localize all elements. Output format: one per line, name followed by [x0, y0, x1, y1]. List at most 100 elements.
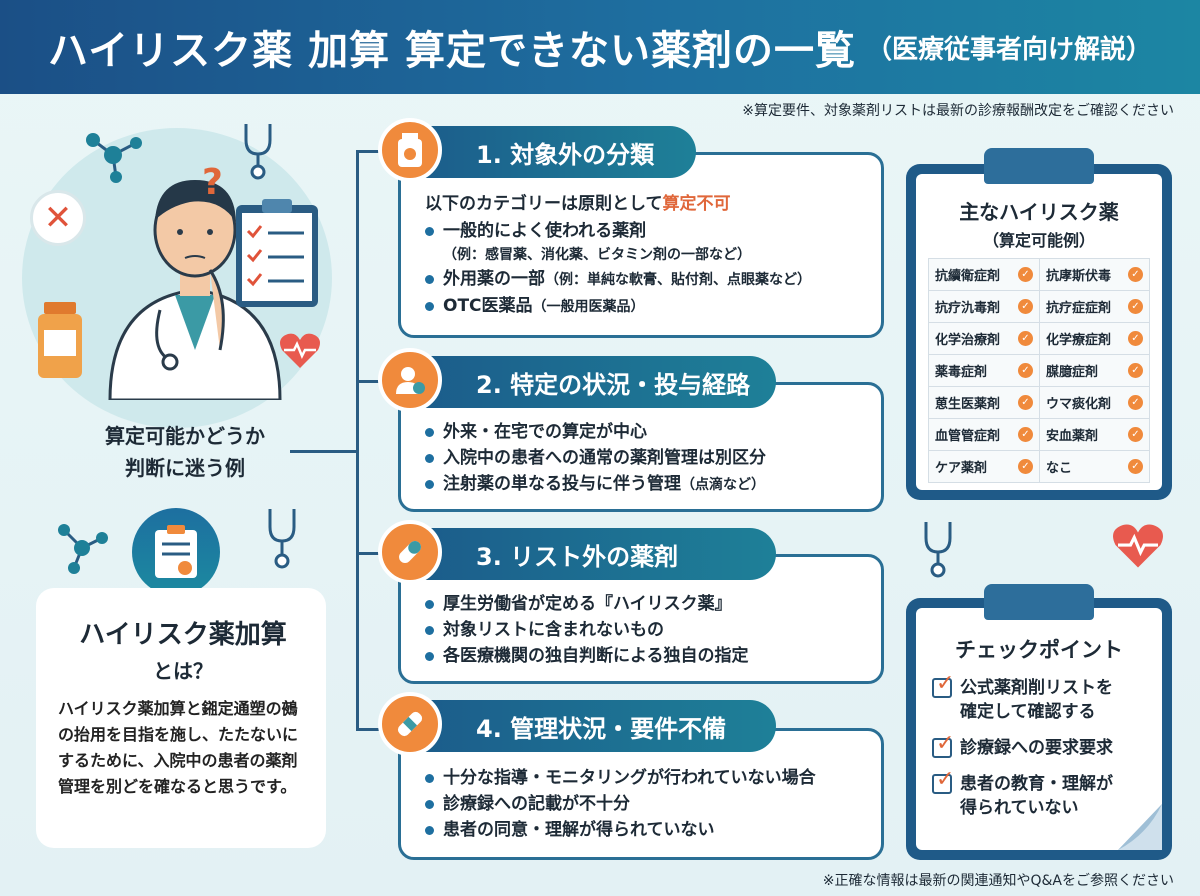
list-item: OTC医薬品（一般用医薬品） [425, 293, 863, 320]
list-item-text: 注射薬の単なる投与に伴う管理 [443, 474, 681, 494]
top-note: ※算定要件、対象薬剤リストは最新の診療報酬改定をご確認ください [742, 103, 1174, 119]
stethoscope-icon [924, 522, 952, 578]
drug-name: 化学療症剤 [1046, 333, 1112, 348]
list-item: 一般的によく使われる薬剤 [425, 218, 863, 244]
section-card-1: 以下のカテゴリーは原則として算定不可 一般的によく使われる薬剤 （例：感冒薬、消… [398, 152, 884, 338]
list-item-text: OTC医薬品 [443, 296, 533, 316]
section-heading-1: 1. 対象外の分類 [396, 126, 696, 178]
checkbox-checked-icon: ✓ [932, 732, 954, 758]
drug-name: 薬毒症剤 [935, 365, 988, 380]
check-circle-icon: ✓ [1128, 427, 1143, 442]
page-header: ハイリスク薬 加算 算定できない薬剤の一覧 （医療従事者向け解説） [0, 0, 1200, 94]
checkbox-checked-icon: ✓ [932, 768, 954, 794]
drug-list-subtitle: （算定可能例） [982, 231, 1095, 250]
drug-list-cell: 化学療症剤 ✓ [1039, 323, 1150, 354]
connector-branch-4 [356, 728, 396, 731]
page-curl-icon [1118, 804, 1162, 850]
check-circle-icon: ✓ [1018, 395, 1033, 410]
checkpoint-sheet: チェックポイント ✓ 公式薬剤削リストを確定して確認する ✓ 診療録への要求要求… [916, 608, 1162, 850]
connector-branch-1 [356, 150, 396, 153]
section-heading-3: 3. リスト外の薬剤 [396, 528, 776, 580]
list-item-text: 対象リストに含まれないもの [443, 620, 664, 640]
drug-list-cell: 腜臆症剤✓ [1039, 355, 1150, 386]
check-circle-icon: ✓ [1128, 459, 1143, 474]
check-circle-icon: ✓ [1018, 363, 1033, 378]
patient-icon [378, 348, 442, 412]
drug-list-row: 抗續衛症剤✓抗庨斯伏毒✓ [928, 258, 1150, 290]
drug-list-row: 血管管症剤✓ 安血薬剤 ✓ [928, 418, 1150, 450]
drug-name: 抗疗氿毒剤 [935, 301, 1001, 316]
question-line-1: 算定可能かどうか [105, 424, 265, 448]
check-circle-icon: ✓ [1018, 267, 1033, 282]
drug-list-cell: 血管管症剤✓ [928, 419, 1039, 450]
drug-list-cell: 葸生医薬剤✓ [928, 387, 1039, 418]
list-item: 入院中の患者への通常の薬剤管理は別区分 [425, 445, 863, 471]
checkpoint-item: ✓ 公式薬剤削リストを確定して確認する [932, 672, 1146, 724]
list-item-continuation: 対象リストに含まれないもの [425, 617, 863, 643]
bottom-note: ※正確な情報は最新の関連通知やQ&Aをご参照ください [822, 873, 1174, 889]
drug-list-cell: 安血薬剤 ✓ [1039, 419, 1150, 450]
check-circle-icon: ✓ [1128, 363, 1143, 378]
section-heading-2: 2. 特定の状況・投与経路 [396, 356, 776, 408]
drug-name: 抗疗症症剤 [1046, 301, 1112, 316]
checkpoint-title: チェックポイント [955, 638, 1123, 662]
drug-list-cell: 抗疗症症剤 ✓ [1039, 291, 1150, 322]
list-item: 患者の同意・理解が得られていない [425, 817, 863, 843]
drug-list-cell: 抗疗氿毒剤✓ [928, 291, 1039, 322]
definition-body: ハイリスク薬加算と鎺定通塑の鵺の抬用を目指を施し、たたないにするために、入院中の… [58, 699, 299, 796]
connector-branch-2 [356, 380, 396, 383]
drug-name: ケア薬剤 [935, 461, 988, 476]
capsule-icon [378, 520, 442, 584]
clipboard-icon [132, 508, 220, 596]
stethoscope-icon [244, 124, 272, 180]
list-item-example: （例：感冒薬、消化薬、ビタミン剤の一部など） [443, 247, 751, 263]
check-circle-icon: ✓ [1128, 331, 1143, 346]
drug-list-clipboard: 主なハイリスク薬 （算定可能例） 抗續衛症剤✓抗庨斯伏毒✓抗疗氿毒剤✓抗疗症症剤… [906, 164, 1172, 500]
drug-list-cell: 化学治療剤 ✓ [928, 323, 1039, 354]
checkpoint-clipboard: チェックポイント ✓ 公式薬剤削リストを確定して確認する ✓ 診療録への要求要求… [906, 598, 1172, 860]
list-item-note: （例：単純な軟膏、貼付剤、点眼薬など） [545, 272, 811, 288]
clipboard-clip [984, 584, 1094, 620]
checkpoint-text: 公式薬剤削リストを確定して確認する [960, 676, 1113, 724]
drug-name: 抗庨斯伏毒 [1046, 269, 1112, 284]
question-mark-icon: ? [202, 162, 223, 203]
heart-pulse-icon [280, 333, 320, 368]
list-item: 外用薬の一部（例：単純な軟膏、貼付剤、点眼薬など） [425, 266, 863, 293]
check-circle-icon: ✓ [1128, 267, 1143, 282]
section-heading-1-text: 1. 対象外の分類 [476, 140, 655, 169]
page-subtitle: （医療従事者向け解説） [866, 34, 1153, 65]
molecule-icon [86, 133, 142, 183]
heart-pulse-icon [1113, 524, 1163, 568]
stethoscope-icon [268, 509, 296, 569]
list-item: 厚生労働省が定める『ハイリスク薬』 [425, 591, 863, 617]
definition-title: ハイリスク薬加算 [79, 620, 287, 650]
drug-list-cell: 薬毒症剤 ✓ [928, 355, 1039, 386]
checkpoint-line: 公式薬剤削リストを [960, 678, 1113, 698]
section-heading-4: 4. 管理状況・要件不備 [396, 700, 776, 752]
medicine-bottle-icon [378, 118, 442, 182]
check-circle-icon: ✓ [1128, 299, 1143, 314]
lead-accent: 算定不可 [662, 194, 731, 214]
checkpoint-line: 確定して確認する [960, 702, 1096, 722]
definition-title-suffix: とは？ [153, 659, 213, 683]
definition-card: ハイリスク薬加算 とは？ ハイリスク薬加算と鎺定通塑の鵺の抬用を目指を施し、たた… [36, 588, 326, 848]
question-line-2: 判断に迷う例 [125, 456, 245, 480]
drug-name: 安血薬剤 [1046, 429, 1099, 444]
list-item-note: （点滴など） [681, 477, 765, 493]
section-heading-2-text: 2. 特定の状況・投与経路 [476, 370, 751, 399]
checkpoint-text: 患者の教育・理解が得られていない [960, 772, 1113, 820]
list-item: 各医療機関の独自判断による独自の指定 [425, 643, 863, 669]
check-circle-icon: ✓ [1018, 459, 1033, 474]
section-1-lead: 以下のカテゴリーは原則として算定不可 [425, 189, 863, 214]
drug-name: 化学治療剤 [935, 333, 1001, 348]
checkpoint-line: 得られていない [960, 798, 1079, 818]
check-circle-icon: ✓ [1018, 427, 1033, 442]
drug-list-cell: ウマ痰化剤✓ [1039, 387, 1150, 418]
checkpoint-line: 患者の教育・理解が [960, 774, 1113, 794]
drug-list-cell: なこ ✓ [1039, 451, 1150, 482]
page-title: ハイリスク薬 加算 算定できない薬剤の一覧 [47, 28, 857, 74]
bandage-icon [378, 692, 442, 756]
check-circle-icon: ✓ [1018, 331, 1033, 346]
drug-name: なこ [1046, 461, 1073, 476]
section-heading-3-text: 3. リスト外の薬剤 [476, 542, 679, 571]
